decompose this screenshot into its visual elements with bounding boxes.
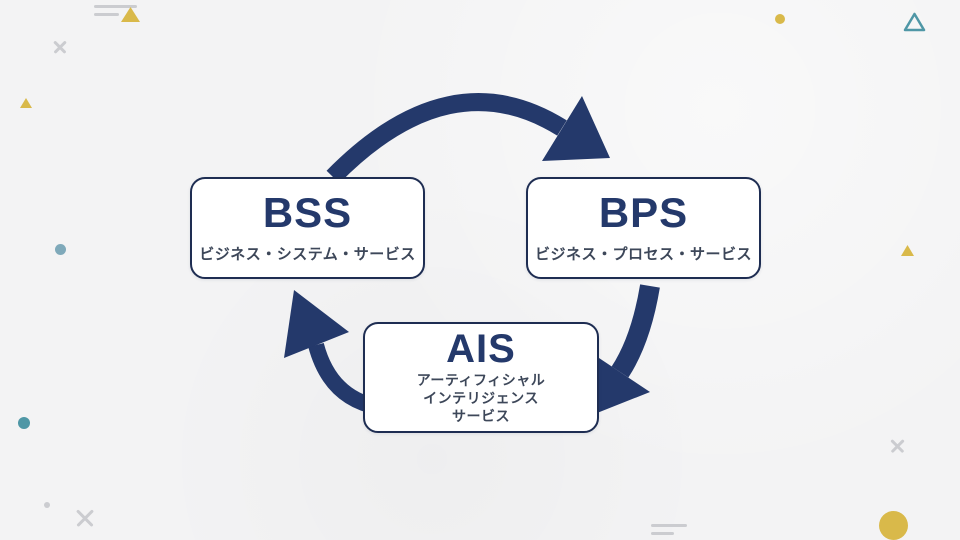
dot-icon: [44, 502, 50, 508]
node-bss-subtitle: ビジネス・システム・サービス: [199, 246, 416, 263]
node-ais-subtitle-line3: サービス: [451, 407, 510, 424]
node-bps: BPS ビジネス・プロセス・サービス: [526, 177, 761, 279]
triangle-icon: [121, 7, 140, 22]
node-ais-subtitle-line2: インテリジェンス: [423, 390, 539, 407]
node-ais-subtitle-line1: アーティフィシャル: [416, 372, 546, 389]
lines-icon: [94, 5, 137, 16]
dot-icon: [775, 14, 785, 24]
node-bps-title: BPS: [598, 189, 689, 236]
triangle-outline-icon: [903, 12, 926, 32]
dot-icon: [879, 511, 908, 540]
arrow-bss-to-bps-icon: [326, 93, 610, 184]
triangle-icon: [901, 245, 914, 256]
arrow-bps-to-ais-icon: [590, 284, 660, 415]
dot-icon: [18, 417, 30, 429]
triangle-icon: [20, 98, 32, 108]
node-ais-title: AIS: [446, 327, 516, 372]
node-bss: BSS ビジネス・システム・サービス: [190, 177, 425, 279]
node-bss-title: BSS: [262, 189, 353, 236]
dot-icon: [55, 244, 66, 255]
node-ais-subtitle: アーティフィシャル インテリジェンス サービス: [417, 372, 546, 426]
lines-icon: [651, 524, 687, 535]
node-bps-subtitle: ビジネス・プロセス・サービス: [534, 246, 752, 263]
node-ais: AIS アーティフィシャル インテリジェンス サービス: [363, 322, 599, 433]
